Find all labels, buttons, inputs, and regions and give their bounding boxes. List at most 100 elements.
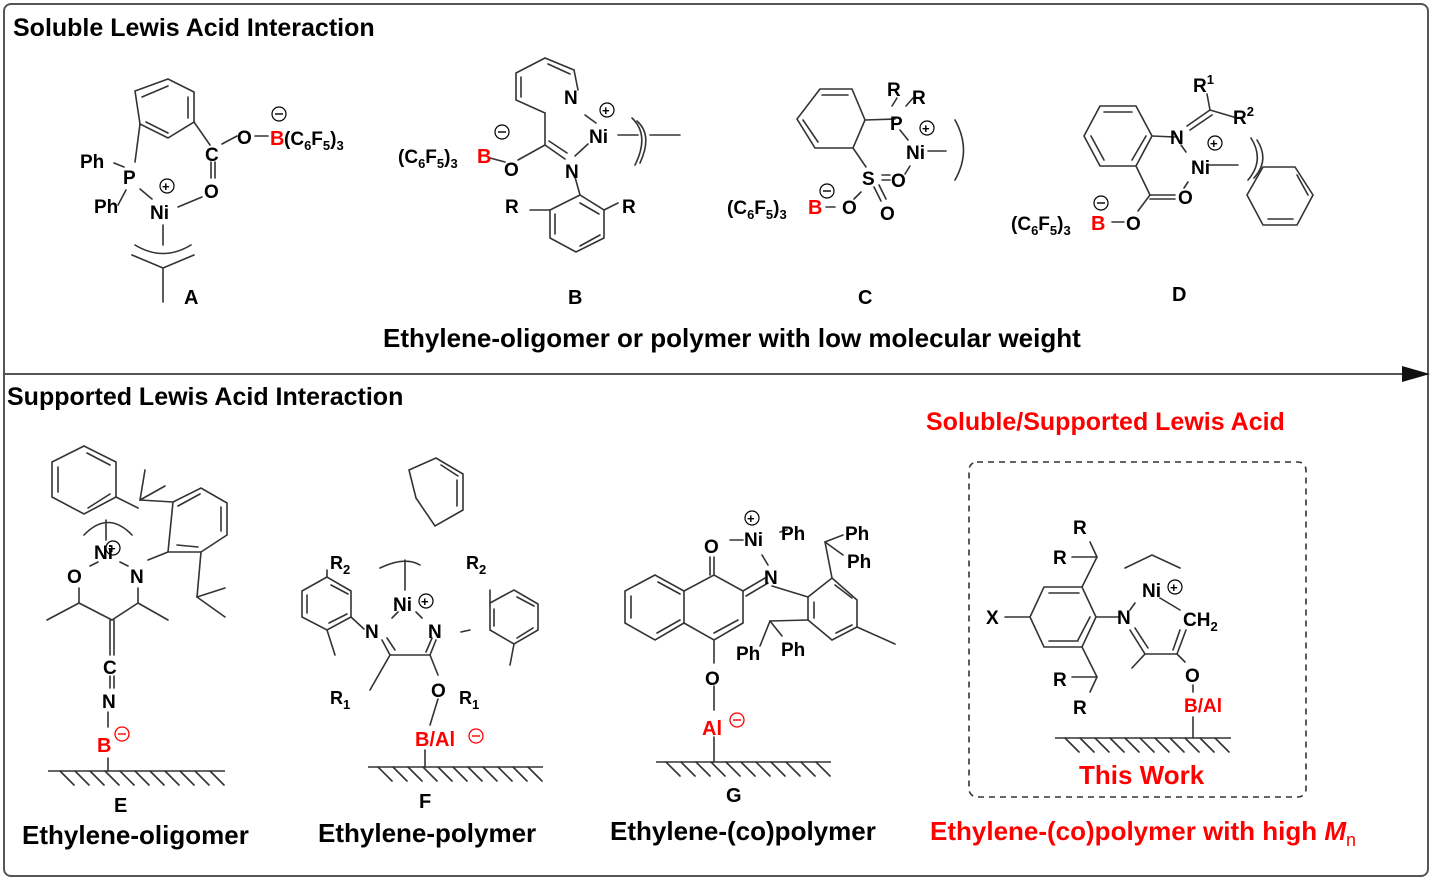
- svg-text:Ni: Ni: [1191, 158, 1210, 179]
- compound-A: Ph Ph P Ni + C O O B (C6F5)3 A: [80, 78, 344, 309]
- svg-text:+: +: [1210, 136, 1218, 151]
- svg-text:N: N: [1170, 128, 1184, 149]
- section-title-supported: Supported Lewis Acid Interaction: [7, 383, 404, 411]
- svg-text:Ph: Ph: [847, 552, 871, 573]
- surface-hatch-G: [665, 761, 831, 777]
- compound-G: O Ni + Ph N Ph Ph Ph Ph O Al G: [624, 510, 896, 807]
- svg-text:R2: R2: [1233, 104, 1254, 129]
- svg-text:R: R: [1053, 548, 1067, 569]
- svg-text:R2: R2: [330, 553, 350, 577]
- label-B: B: [568, 287, 582, 309]
- svg-text:+: +: [602, 103, 610, 118]
- lewis-acid-B: B: [477, 146, 491, 168]
- lewis-acid-F: B/Al: [415, 729, 455, 751]
- svg-text:+: +: [108, 541, 116, 556]
- svg-text:+: +: [1170, 580, 1178, 595]
- svg-text:(C6F5)3: (C6F5)3: [284, 129, 344, 153]
- label-E: E: [114, 795, 127, 817]
- svg-text:O: O: [880, 204, 895, 225]
- this-work-label: This Work: [1079, 760, 1205, 790]
- svg-text:R: R: [912, 88, 926, 109]
- svg-text:R: R: [887, 80, 901, 101]
- svg-text:(C6F5)3: (C6F5)3: [1011, 214, 1071, 238]
- svg-text:R1: R1: [330, 688, 350, 712]
- caption-E: Ethylene-oligomer: [22, 820, 249, 850]
- compound-B: N Ni + N O (C6F5)3 B R R B: [398, 57, 681, 309]
- soluble-outcome-caption: Ethylene-oligomer or polymer with low mo…: [383, 323, 1081, 353]
- compound-this-work: R R R R X N Ni + CH2 O B/Al: [986, 518, 1231, 753]
- svg-text:O: O: [1126, 214, 1141, 235]
- svg-text:S: S: [862, 169, 875, 190]
- svg-text:R: R: [1053, 670, 1067, 691]
- svg-text:Ni: Ni: [744, 530, 763, 551]
- svg-text:P: P: [123, 168, 136, 189]
- surface-hatch-this-work: [1064, 737, 1230, 753]
- svg-text:Ni: Ni: [1142, 581, 1161, 602]
- label-D: D: [1172, 284, 1186, 306]
- svg-text:O: O: [204, 182, 219, 203]
- svg-text:N: N: [1117, 608, 1131, 629]
- lewis-acid-D: B: [1091, 213, 1105, 235]
- svg-text:Ni: Ni: [906, 143, 925, 164]
- svg-text:+: +: [922, 121, 930, 136]
- figure-frame: [3, 3, 1429, 877]
- outcome-subscript: n: [1346, 830, 1357, 851]
- svg-text:R: R: [1073, 698, 1087, 719]
- svg-text:Ni: Ni: [150, 203, 169, 224]
- compound-F: R2 R2 R1 R1 Ni + N N O B/Al F: [301, 457, 543, 813]
- section-title-this-work: Soluble/Supported Lewis Acid: [926, 408, 1285, 436]
- svg-text:R: R: [1073, 518, 1087, 539]
- svg-text:+: +: [747, 511, 755, 526]
- svg-text:R: R: [622, 197, 636, 218]
- compound-C: R R P Ni + S O O O (C6F5)3 B C: [727, 80, 965, 309]
- lewis-acid-E: B: [97, 735, 111, 757]
- svg-text:(C6F5)3: (C6F5)3: [727, 198, 787, 222]
- svg-text:C: C: [103, 658, 117, 679]
- svg-text:P: P: [890, 114, 903, 135]
- compound-D: R1 R2 N Ni + O O (C6F5)3 B D: [1011, 72, 1314, 306]
- lewis-acid-G: Al: [702, 718, 722, 740]
- surface-hatch-F: [377, 766, 543, 782]
- svg-text:Ni: Ni: [94, 543, 113, 564]
- surface-hatch-E: [59, 770, 225, 786]
- svg-text:Ph: Ph: [781, 640, 805, 661]
- outcome-symbol: M: [1324, 816, 1347, 846]
- svg-text:O: O: [237, 128, 252, 149]
- svg-text:O: O: [504, 160, 519, 181]
- svg-text:O: O: [891, 171, 906, 192]
- svg-text:C: C: [205, 145, 219, 166]
- outcome-prefix: Ethylene-(co)polymer with high: [930, 816, 1325, 846]
- svg-text:O: O: [67, 567, 82, 588]
- caption-this-work-outcome: Ethylene-(co)polymer with high Mn: [930, 816, 1356, 851]
- svg-text:R1: R1: [459, 688, 479, 712]
- svg-text:Ni: Ni: [393, 595, 412, 616]
- svg-text:O: O: [1178, 188, 1193, 209]
- svg-text:Ph: Ph: [80, 152, 104, 173]
- svg-text:Ph: Ph: [845, 524, 869, 545]
- svg-text:+: +: [162, 179, 170, 194]
- svg-text:N: N: [565, 162, 579, 183]
- svg-text:O: O: [704, 537, 719, 558]
- svg-text:O: O: [431, 681, 446, 702]
- svg-text:Ni: Ni: [589, 127, 608, 148]
- svg-text:N: N: [130, 567, 144, 588]
- svg-text:N: N: [764, 568, 778, 589]
- lewis-acid-this-work: B/Al: [1184, 696, 1222, 717]
- svg-text:R2: R2: [466, 553, 486, 577]
- section-title-soluble: Soluble Lewis Acid Interaction: [13, 14, 375, 42]
- svg-text:O: O: [1185, 666, 1200, 687]
- svg-text:X: X: [986, 608, 999, 629]
- svg-text:N: N: [365, 622, 379, 643]
- label-G: G: [726, 785, 742, 807]
- label-F: F: [419, 791, 431, 813]
- label-C: C: [858, 287, 872, 309]
- svg-text:R: R: [505, 197, 519, 218]
- svg-text:+: +: [421, 594, 429, 609]
- svg-text:Ph: Ph: [781, 524, 805, 545]
- svg-text:Ph: Ph: [94, 197, 118, 218]
- caption-G: Ethylene-(co)polymer: [610, 816, 876, 846]
- svg-text:N: N: [428, 622, 442, 643]
- svg-text:O: O: [842, 198, 857, 219]
- svg-text:(C6F5)3: (C6F5)3: [398, 147, 458, 171]
- svg-text:O: O: [705, 669, 720, 690]
